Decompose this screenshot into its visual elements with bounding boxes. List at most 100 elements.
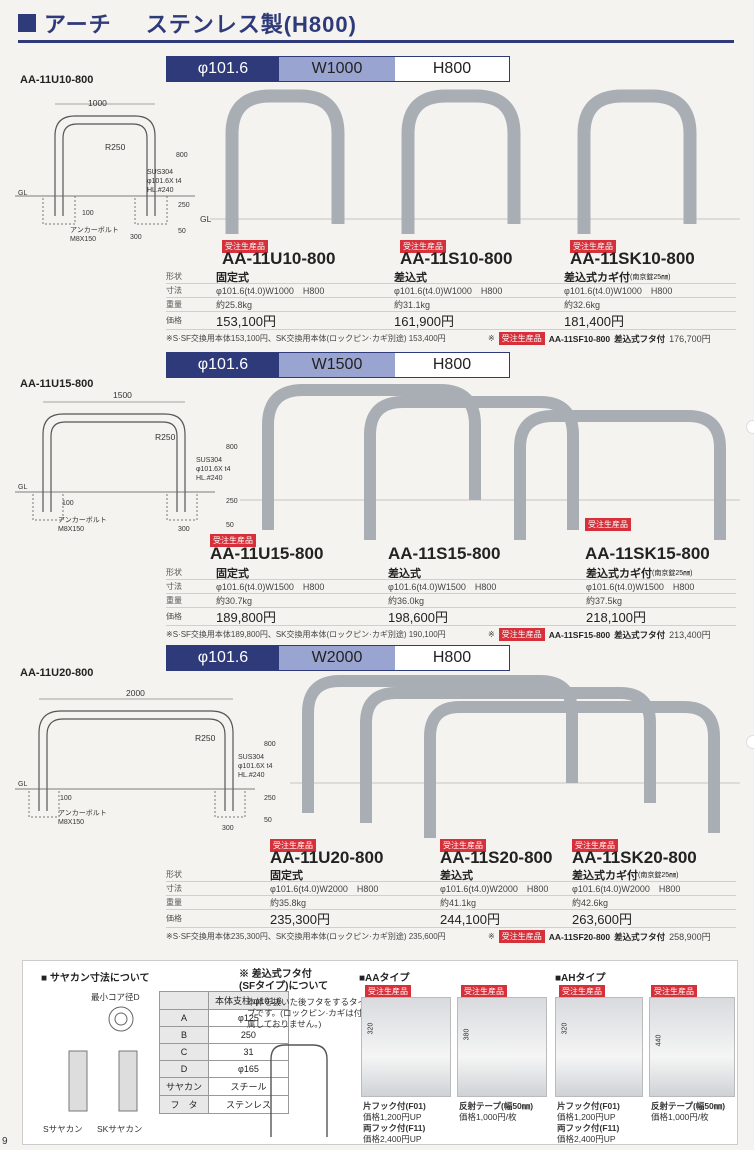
title-square-icon (18, 14, 36, 32)
spec-diameter: φ101.6 (167, 646, 279, 670)
section-left-label: AA-11U15-800 (20, 378, 94, 390)
made-to-order-badge: 受注生産品 (400, 240, 446, 253)
row-weight: 重量 約25.8kg 約31.1kg 約32.6kg (166, 298, 736, 312)
sf-model: AA-11SF15-800 (548, 629, 611, 640)
dim-height: 800 (226, 444, 238, 451)
made-to-order-badge: 受注生産品 (222, 240, 268, 253)
spec-height: H800 (395, 353, 509, 377)
dim-base: 50 (264, 817, 272, 824)
made-to-order-badge: 受注生産品 (572, 839, 618, 852)
ah-hook-height: 320 (561, 1022, 569, 1035)
product-photos (210, 89, 740, 234)
model-name: AA-11S10-800 (400, 249, 513, 268)
dim-finish: HL.#240 (238, 772, 265, 779)
row-price: 価格 235,300円 244,100円 263,600円 (166, 910, 736, 928)
title-underline (18, 40, 734, 43)
made-to-order-badge: 受注生産品 (440, 839, 486, 852)
dim-depth: 100 (62, 500, 74, 507)
spec-diameter: φ101.6 (167, 353, 279, 377)
aa-type-title: ■AAタイプ (359, 973, 410, 984)
dim-anchor: アンカーボルト (58, 810, 107, 817)
sf-drawing (270, 1044, 328, 1137)
dim-anchor: アンカーボルト (58, 517, 107, 524)
dimension-drawing (15, 401, 215, 521)
dim-depth: 100 (82, 210, 94, 217)
model-name: AA-11U10-800 (222, 249, 336, 268)
sayakan-title: サヤカン寸法について (49, 973, 150, 984)
sayakan-drawing (68, 1006, 138, 1112)
dim-anchor-size: M8X150 (58, 819, 85, 826)
row-price: 価格 189,800円 198,600円 218,100円 (166, 608, 736, 626)
ah-hook-photo (555, 997, 643, 1097)
binder-hole (746, 735, 754, 749)
model-name: AA-11SK10-800 (570, 249, 695, 268)
row-dims: 寸法 φ101.6(t4.0)W1500 H800 φ101.6(t4.0)W1… (166, 580, 736, 594)
title-sub: ステンレス製(H800) (145, 12, 357, 37)
binder-hole (746, 420, 754, 434)
model-name: AA-11U20-800 (270, 848, 384, 867)
section-w1500: AA-11U15-800 φ101.6 W1500 H800 1500 R250… (0, 352, 754, 642)
dim-radius: R250 (155, 432, 176, 442)
dim-material: SUS304 (238, 754, 265, 761)
sf-model: AA-11SF20-800 (548, 931, 611, 942)
dim-anchor-size: M8X150 (70, 236, 97, 243)
dim-gl: GL (18, 781, 28, 788)
sf-title: ※ 差込式フタ付 (SFタイプ)について (239, 969, 329, 992)
aa-tape-photo (457, 997, 547, 1097)
dim-pad: 300 (222, 825, 234, 832)
sf-description: 本体を抜いた後フタをするタイプです。(ロックピン·カギは付属しておりません。) (247, 997, 367, 1029)
page-title: アーチステンレス製(H800) (18, 8, 448, 38)
spec-bar: φ101.6 W2000 H800 (166, 645, 510, 671)
dim-material: SUS304 (196, 457, 223, 464)
section-w1000: AA-11U10-800 φ101.6 W1000 H800 1000 R250… (0, 56, 754, 346)
dim-finish: HL.#240 (147, 187, 174, 194)
dim-radius: R250 (195, 733, 216, 743)
section-left-label: AA-11U20-800 (20, 667, 94, 679)
dim-finish: HL.#240 (196, 475, 223, 482)
spec-height: H800 (395, 57, 509, 81)
dim-embed: 250 (226, 498, 238, 505)
row-dims: 寸法 φ101.6(t4.0)W1000 H800 φ101.6(t4.0)W1… (166, 284, 736, 298)
dim-gl: GL (18, 484, 28, 491)
dim-base: 50 (178, 228, 186, 235)
dim-pipe: φ101.6X t4 (238, 763, 273, 770)
row-price: 価格 153,100円 161,900円 181,400円 (166, 312, 736, 330)
exchange-note: ※S·SF交換用本体153,100円、SK交換用本体(ロックピン·カギ別途) 1… (166, 332, 711, 345)
product-photos (240, 384, 740, 540)
s-sayakan-label: Sサヤカン (43, 1124, 83, 1134)
section-w2000: AA-11U20-800 φ101.6 W2000 H800 2000 R250… (0, 645, 754, 945)
dim-pipe: φ101.6X t4 (147, 178, 182, 185)
exchange-note: ※S·SF交換用本体235,300円、SK交換用本体(ロックピン·カギ別途) 2… (166, 930, 711, 943)
made-to-order-badge: 受注生産品 (570, 240, 616, 253)
section-left-label: AA-11U10-800 (20, 74, 94, 86)
dim-pipe: φ101.6X t4 (196, 466, 231, 473)
ah-tape-photo (649, 997, 735, 1097)
made-to-order-badge: 受注生産品 (210, 534, 256, 547)
aa-hook-photo (361, 997, 451, 1097)
spec-width: W1500 (279, 353, 395, 377)
spec-height: H800 (395, 646, 509, 670)
row-dims: 寸法 φ101.6(t4.0)W2000 H800 φ101.6(t4.0)W2… (166, 882, 736, 896)
dim-height: 800 (264, 741, 276, 748)
row-type: 形状 固定式 差込式 差込式カギ付(南京錠25㎜) (166, 270, 736, 284)
product-info-table: 形状 固定式 差込式 差込式カギ付(南京錠25㎜) 寸法 φ101.6(t4.0… (166, 868, 736, 928)
spec-bar: φ101.6 W1000 H800 (166, 56, 510, 82)
exchange-note: ※S·SF交換用本体189,800円、SK交換用本体(ロックピン·カギ別途) 1… (166, 628, 711, 641)
product-info-table: 形状 固定式 差込式 差込式カギ付(南京錠25㎜) 寸法 φ101.6(t4.0… (166, 270, 736, 330)
row-type: 形状 固定式 差込式 差込式カギ付(南京錠25㎜) (166, 868, 736, 882)
model-name: AA-11U15-800 (210, 544, 324, 563)
dim-anchor-size: M8X150 (58, 526, 85, 533)
aa-hook-height: 320 (367, 1022, 375, 1035)
ah-tape-height: 440 (655, 1034, 663, 1047)
spec-bar: φ101.6 W1500 H800 (166, 352, 510, 378)
dim-width: 2000 (126, 688, 145, 698)
options-panel: ■ サヤカン寸法について 最小コア径D Sサヤカン SKサヤカン 本体支柱 φ1… (22, 960, 738, 1145)
dim-radius: R250 (105, 142, 126, 152)
dim-pad: 300 (178, 526, 190, 533)
dim-embed: 250 (178, 202, 190, 209)
ah-type-title: ■AHタイプ (555, 973, 606, 984)
dim-base: 50 (226, 522, 234, 529)
spec-width: W2000 (279, 646, 395, 670)
model-name: AA-11S15-800 (388, 544, 501, 563)
made-to-order-badge: 受注生産品 (585, 518, 631, 531)
